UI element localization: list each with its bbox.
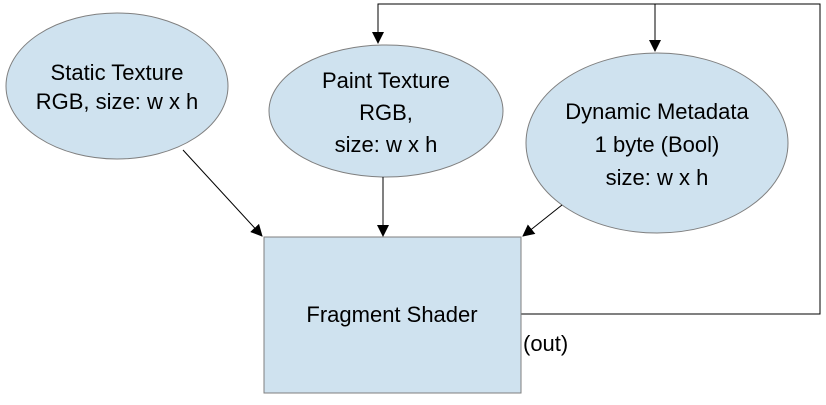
paint-texture-line-2: RGB, — [359, 100, 413, 125]
arrow-static-to-shader — [182, 149, 263, 237]
fragment-shader-label: Fragment Shader — [306, 302, 477, 327]
static-texture-line-2: RGB, size: w x h — [36, 89, 199, 114]
static-texture-line-1: Static Texture — [51, 60, 184, 85]
node-dynamic-metadata: Dynamic Metadata 1 byte (Bool) size: w x… — [525, 52, 789, 234]
paint-texture-line-1: Paint Texture — [322, 68, 450, 93]
node-static-texture: Static Texture RGB, size: w x h — [5, 12, 229, 160]
dynamic-metadata-line-2: 1 byte (Bool) — [595, 132, 720, 157]
dynamic-metadata-line-3: size: w x h — [606, 165, 709, 190]
feedback-line — [372, 3, 821, 315]
out-label: (out) — [523, 331, 568, 356]
dynamic-metadata-line-1: Dynamic Metadata — [565, 99, 749, 124]
node-fragment-shader: Fragment Shader — [263, 236, 522, 394]
arrow-dynamic-to-shader — [522, 204, 563, 237]
paint-texture-line-3: size: w x h — [335, 132, 438, 157]
node-paint-texture: Paint Texture RGB, size: w x h — [268, 44, 504, 178]
